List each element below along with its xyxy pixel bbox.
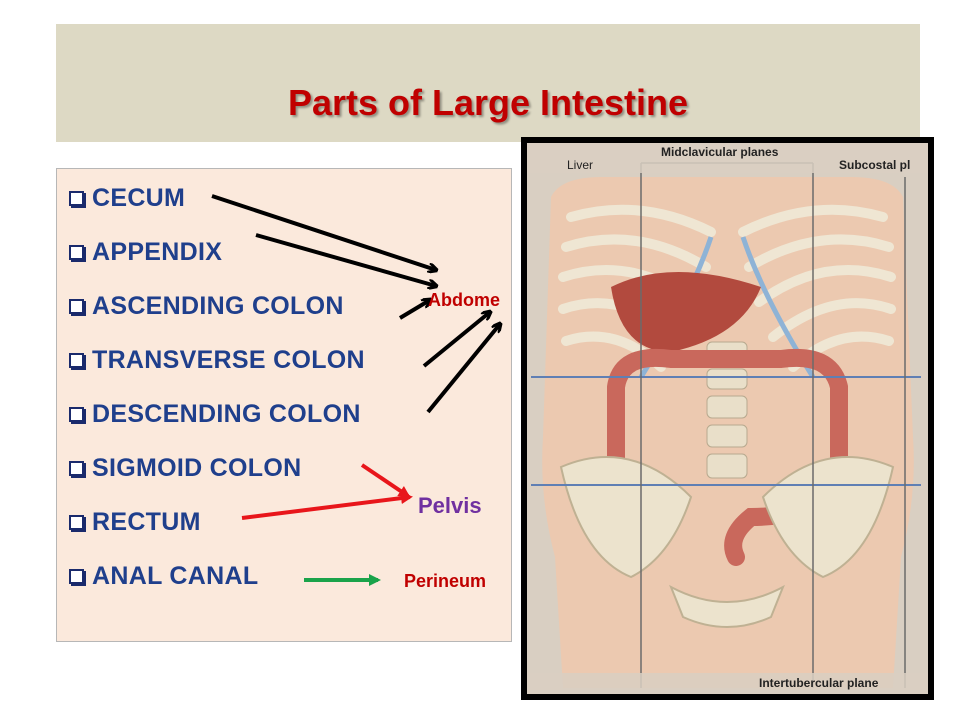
list-item-label: ANAL CANAL <box>92 562 259 590</box>
list-item-label: ASCENDING COLON <box>92 292 344 320</box>
checkbox-square-icon <box>69 353 84 368</box>
liver-shape <box>611 272 761 352</box>
arrow-appendix <box>255 233 436 286</box>
checkbox-square-icon <box>69 191 84 206</box>
list-item: TRANSVERSE COLON <box>69 345 365 399</box>
slide-title: Parts of Large Intestine <box>287 82 689 123</box>
arrow-ascending <box>398 300 430 320</box>
checkbox-square-icon <box>69 245 84 260</box>
colon <box>607 348 848 566</box>
checkbox-square-icon <box>69 515 84 530</box>
list-item-label: RECTUM <box>92 508 201 536</box>
arrow-cecum <box>211 194 436 270</box>
liver-label: Liver <box>567 158 593 172</box>
anatomical-planes <box>531 376 921 486</box>
midclavicular-label: Midclavicular planes <box>661 145 779 159</box>
spine <box>706 341 748 479</box>
footer-strip <box>527 673 928 694</box>
intertubercular-label: Intertubercular plane <box>759 676 879 690</box>
parts-list: CECUM APPENDIX ASCENDING COLON TRANSVERS… <box>69 183 365 615</box>
list-item-label: SIGMOID COLON <box>92 454 302 482</box>
arrow-rectum <box>241 492 413 520</box>
header-strip <box>527 143 928 173</box>
anatomy-figure: Liver Midclavicular planes Subcostal pl … <box>521 137 934 700</box>
list-item-label: DESCENDING COLON <box>92 400 361 428</box>
list-item: SIGMOID COLON <box>69 453 365 507</box>
checkbox-square-icon <box>69 407 84 422</box>
subcostal-label: Subcostal pl <box>839 158 910 172</box>
list-item: RECTUM <box>69 507 365 561</box>
abdomen-label: Abdome <box>428 290 500 310</box>
list-item-label: CECUM <box>92 184 186 212</box>
checkbox-square-icon <box>69 569 84 584</box>
list-item: DESCENDING COLON <box>69 399 365 453</box>
checkbox-square-icon <box>69 299 84 314</box>
arrow-descending <box>426 324 500 414</box>
abdomen-arrows <box>211 194 500 414</box>
list-item: ANAL CANAL <box>69 561 365 615</box>
arrow-sigmoid <box>360 463 411 498</box>
pelvis-bone <box>559 456 895 628</box>
list-item-label: TRANSVERSE COLON <box>92 346 365 374</box>
title-band: Parts of Large Intestine <box>56 24 920 142</box>
list-item: APPENDIX <box>69 237 365 291</box>
list-item: CECUM <box>69 183 365 237</box>
list-item: ASCENDING COLON <box>69 291 365 345</box>
abdomen-illustration: Liver Midclavicular planes Subcostal pl … <box>527 143 928 694</box>
checkbox-square-icon <box>69 461 84 476</box>
pelvis-arrows <box>241 463 413 520</box>
list-item-label: APPENDIX <box>92 238 223 266</box>
arrow-transverse <box>422 312 490 368</box>
perineum-label: Perineum <box>404 571 487 591</box>
pelvis-label: Pelvis <box>418 493 482 518</box>
